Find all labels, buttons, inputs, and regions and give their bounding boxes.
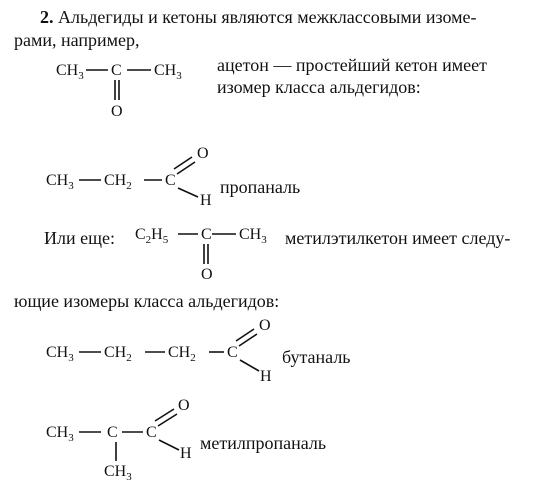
atom-ch2: CH2 xyxy=(104,344,132,364)
atom-ch3: CH3 xyxy=(46,172,74,192)
atom-o: O xyxy=(197,145,209,162)
atom-c: C xyxy=(165,172,176,189)
bond xyxy=(235,328,255,342)
atom-o: O xyxy=(178,397,190,414)
atom-ch3: CH3 xyxy=(46,424,74,444)
atom-c: C xyxy=(201,226,212,243)
atom-ch3: CH3 xyxy=(104,463,132,483)
acetone-text-1: ацетон — простейший кетон имеет xyxy=(217,55,487,75)
bond xyxy=(154,408,175,422)
bond xyxy=(173,156,193,170)
atom-o: O xyxy=(201,266,213,283)
atom-ch3: CH3 xyxy=(239,226,267,246)
name-methylpropanal: метилпропаналь xyxy=(200,433,327,453)
bond xyxy=(239,359,260,372)
para-line-2: рами, например, xyxy=(14,30,140,50)
item-number: 2. xyxy=(40,7,54,27)
atom-ch3: CH3 xyxy=(154,62,182,82)
atom-ch3: CH3 xyxy=(46,344,74,364)
bond xyxy=(177,187,199,198)
atom-h: H xyxy=(180,445,192,462)
mek-text-1: метилэтилкетон имеет следу- xyxy=(285,228,511,248)
atom-c: C xyxy=(107,424,118,441)
atom-c: C xyxy=(146,424,157,441)
para-line-1: 2. Альдегиды и кетоны являются межклассо… xyxy=(40,6,477,28)
atom-o: O xyxy=(259,317,271,334)
atom-ch2: CH2 xyxy=(168,344,196,364)
bond xyxy=(158,439,180,451)
or-more-text: Или еще: xyxy=(44,228,115,248)
atom-o: O xyxy=(111,103,123,120)
atom-c: C xyxy=(111,62,122,79)
bond xyxy=(176,161,196,175)
mek-text-2: ющие изомеры класса альдегидов: xyxy=(14,291,280,311)
name-butanal: бутаналь xyxy=(282,347,351,367)
text: Альдегиды и кетоны являются межклассовым… xyxy=(58,7,477,27)
atom-ch2: CH2 xyxy=(104,172,132,192)
atom-c2h5: C2H5 xyxy=(135,226,169,246)
name-propanal: пропаналь xyxy=(220,177,301,197)
atom-c: C xyxy=(227,344,238,361)
atom-h: H xyxy=(200,192,212,209)
bond xyxy=(157,413,178,427)
atom-ch3: CH3 xyxy=(56,62,84,82)
bond xyxy=(238,333,258,347)
atom-h: H xyxy=(260,368,272,385)
acetone-text-2: изомер класса альдегидов: xyxy=(217,77,421,97)
